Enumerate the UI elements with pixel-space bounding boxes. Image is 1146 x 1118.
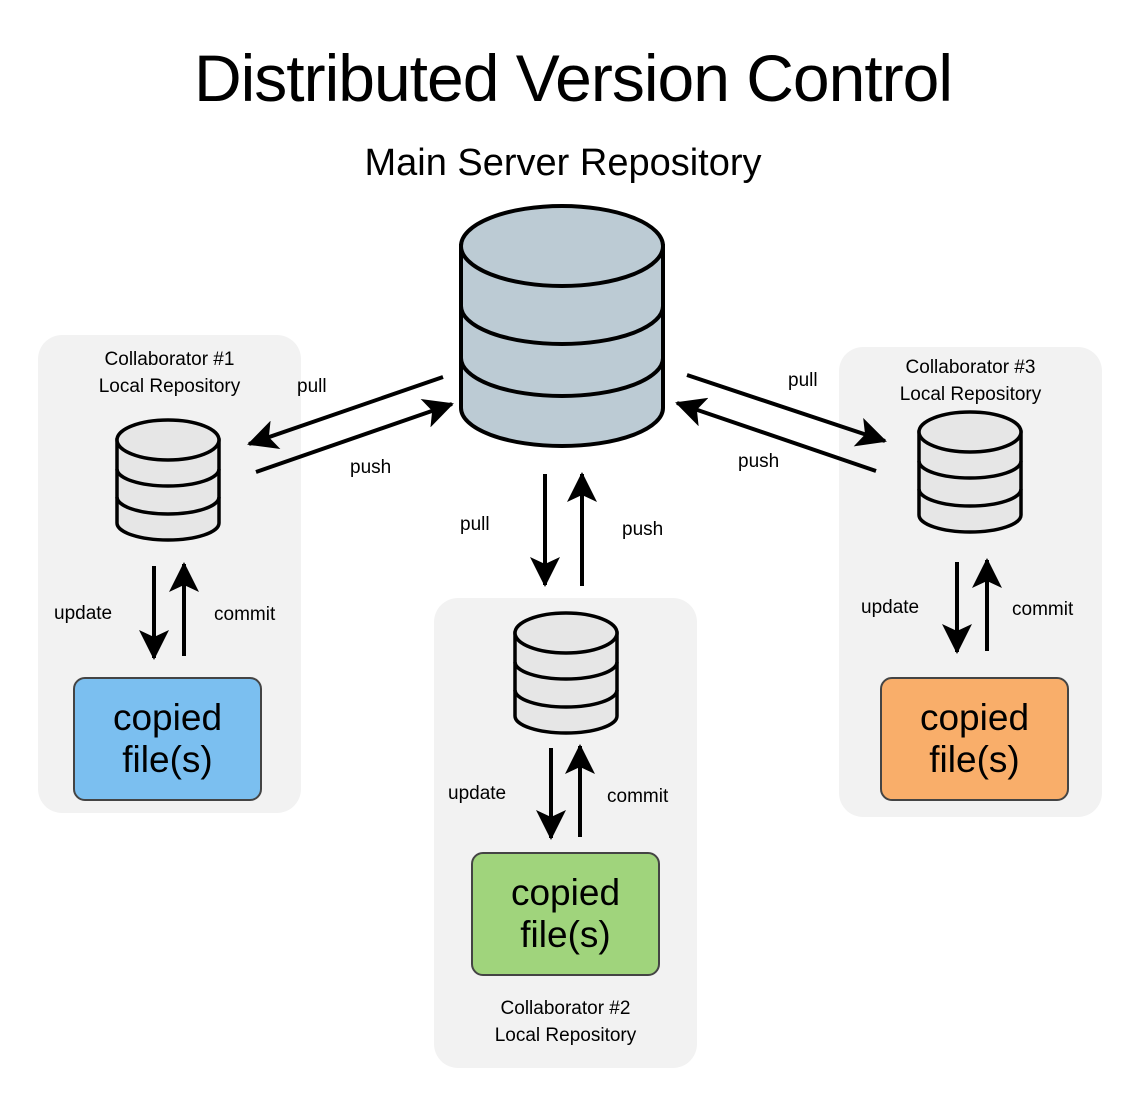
collab-3-commit-label: commit — [1012, 599, 1074, 620]
collab-3-push-arrow — [675, 397, 877, 473]
collab-3-pull-label: pull — [788, 370, 818, 391]
server-label: Main Server Repository — [364, 142, 762, 184]
file-label-line1: copied — [510, 872, 621, 913]
collaborator-1-label: Collaborator #1 Local Repository — [38, 346, 301, 400]
collab-1-commit-label: commit — [214, 604, 276, 625]
collaborator-1-files: copied file(s) — [73, 677, 262, 801]
collaborator-2-repo-label: Local Repository — [494, 1025, 637, 1046]
collab-3-pull-arrow — [686, 373, 887, 447]
collaborator-1-database-icon — [115, 418, 221, 542]
collaborator-3-name: Collaborator #3 — [905, 357, 1036, 378]
collab-1-push-label: push — [350, 457, 392, 478]
diagram-title: Distributed Version Control — [193, 41, 953, 115]
file-label-line2: file(s) — [122, 739, 213, 780]
collaborator-3-database-icon — [917, 410, 1023, 534]
collab-2-commit-label: commit — [607, 786, 669, 807]
file-label-line2: file(s) — [929, 739, 1020, 780]
collab-1-pull-arrow — [247, 375, 444, 450]
collab-2-pull-label: pull — [460, 514, 490, 535]
collab-3-push-label: push — [738, 451, 780, 472]
collaborator-1-name: Collaborator #1 — [104, 349, 235, 370]
collaborator-2-label: Collaborator #2 Local Repository — [434, 995, 697, 1049]
server-database-icon — [459, 204, 665, 448]
collaborator-2-database-icon — [513, 611, 619, 735]
collaborator-1-repo-label: Local Repository — [98, 376, 241, 397]
collaborator-3-files: copied file(s) — [880, 677, 1069, 801]
collab-2-push-label: push — [622, 519, 664, 540]
file-label-line2: file(s) — [520, 914, 611, 955]
collaborator-2-name: Collaborator #2 — [500, 998, 631, 1019]
collaborator-3-label: Collaborator #3 Local Repository — [839, 354, 1102, 408]
collab-1-pull-label: pull — [297, 376, 327, 397]
collab-2-update-label: update — [448, 783, 507, 804]
collaborator-2-files: copied file(s) — [471, 852, 660, 976]
collaborator-3-repo-label: Local Repository — [899, 384, 1042, 405]
collab-1-push-arrow — [255, 399, 454, 474]
collab-1-update-label: update — [54, 603, 113, 624]
file-label-line1: copied — [112, 697, 223, 738]
file-label-line1: copied — [919, 697, 1030, 738]
collab-3-update-label: update — [861, 597, 920, 618]
